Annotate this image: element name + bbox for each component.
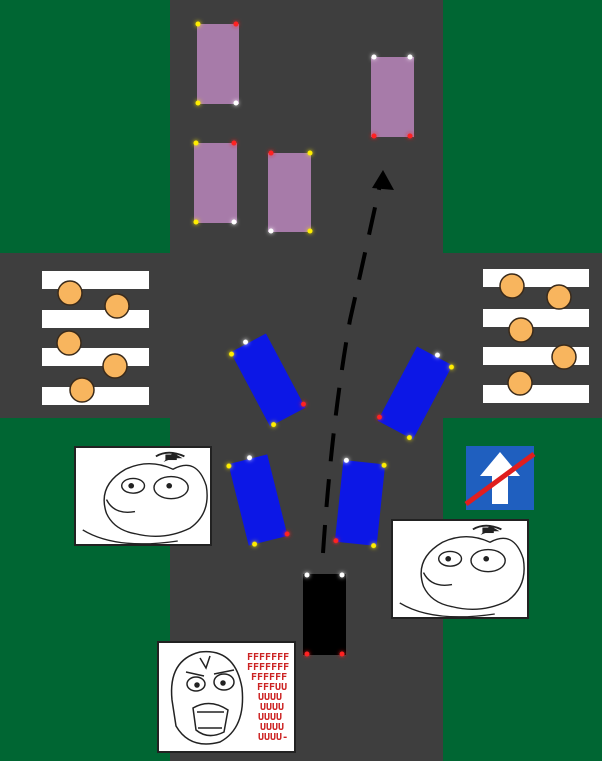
pedestrian-circle-icon	[56, 330, 82, 356]
pedestrian-circle-icon	[551, 344, 577, 370]
svg-text:FFFFFF: FFFFFF	[251, 672, 287, 683]
svg-text:UUUU: UUUU	[258, 712, 282, 723]
troll-comic-panel-left	[74, 446, 212, 546]
pedestrians-left	[56, 280, 130, 403]
pedestrians-right	[499, 273, 577, 396]
pedestrian-circle-icon	[507, 370, 533, 396]
turning-car	[229, 333, 306, 428]
troll-comic-panel-right	[391, 519, 529, 619]
pedestrian-circle-icon	[104, 293, 130, 319]
parked-car	[195, 21, 239, 106]
pedestrian-circle-icon	[499, 273, 525, 299]
svg-text:FFFFFFF: FFFFFFF	[247, 652, 289, 663]
pedestrian-circle-icon	[508, 317, 534, 343]
svg-text:UUUU: UUUU	[258, 692, 282, 703]
turning-car	[333, 457, 387, 549]
pedestrian-circle-icon	[57, 280, 83, 306]
svg-text:FFFFFFF: FFFFFFF	[247, 662, 289, 673]
pedestrian-circle-icon	[546, 284, 572, 310]
pedestrian-circle-icon	[69, 377, 95, 403]
svg-text:UUUU: UUUU	[260, 722, 284, 733]
pedestrian-circle-icon	[102, 353, 128, 379]
oncoming-car	[371, 54, 414, 139]
one-way-end-sign-icon	[464, 446, 536, 510]
rage-text-lines: FFFFFFF FFFFFFF FFFFFF FFFUU UUUU UUUU U…	[247, 652, 289, 743]
svg-text:UUUU-: UUUU-	[258, 732, 288, 743]
svg-text:UUUU: UUUU	[260, 702, 284, 713]
rage-comic-panel: FFFFFFF FFFFFFF FFFFFF FFFUU UUUU UUUU U…	[157, 641, 296, 753]
parked-car	[193, 140, 237, 225]
rage-face-icon	[170, 650, 244, 745]
parked-car	[268, 150, 313, 234]
dashed-arrow-up-icon	[321, 170, 394, 554]
turning-car	[377, 346, 454, 441]
player-car	[303, 572, 346, 657]
svg-text:FFFUU: FFFUU	[257, 682, 287, 693]
turning-car	[226, 454, 290, 547]
